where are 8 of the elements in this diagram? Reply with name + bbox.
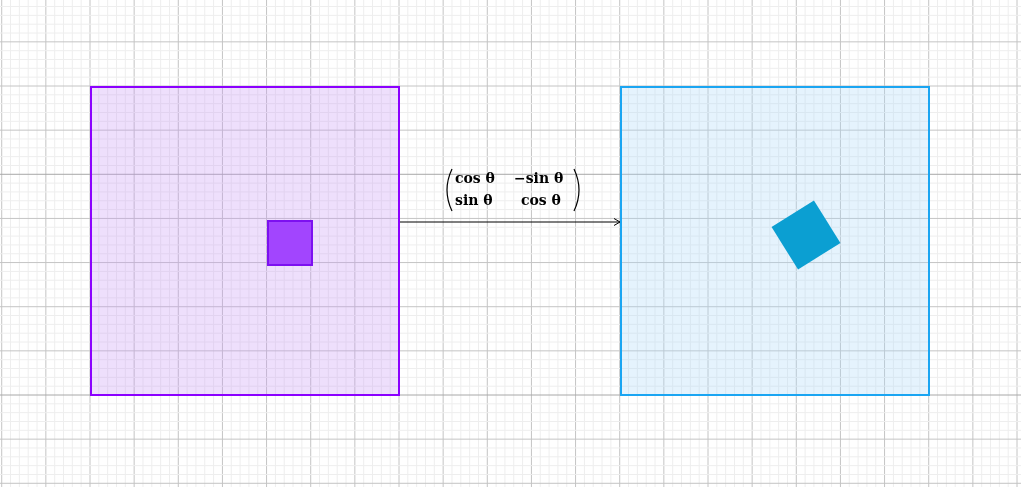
matrix-entry: cos θ	[455, 169, 495, 187]
square-region	[90, 86, 400, 396]
matrix-entry: cos θ	[521, 191, 561, 209]
arrow	[399, 218, 621, 226]
matrix-entry: sin θ	[455, 191, 493, 209]
small-square	[267, 220, 313, 266]
matrix-entry: −sin θ	[514, 169, 564, 187]
square-region	[620, 86, 930, 396]
